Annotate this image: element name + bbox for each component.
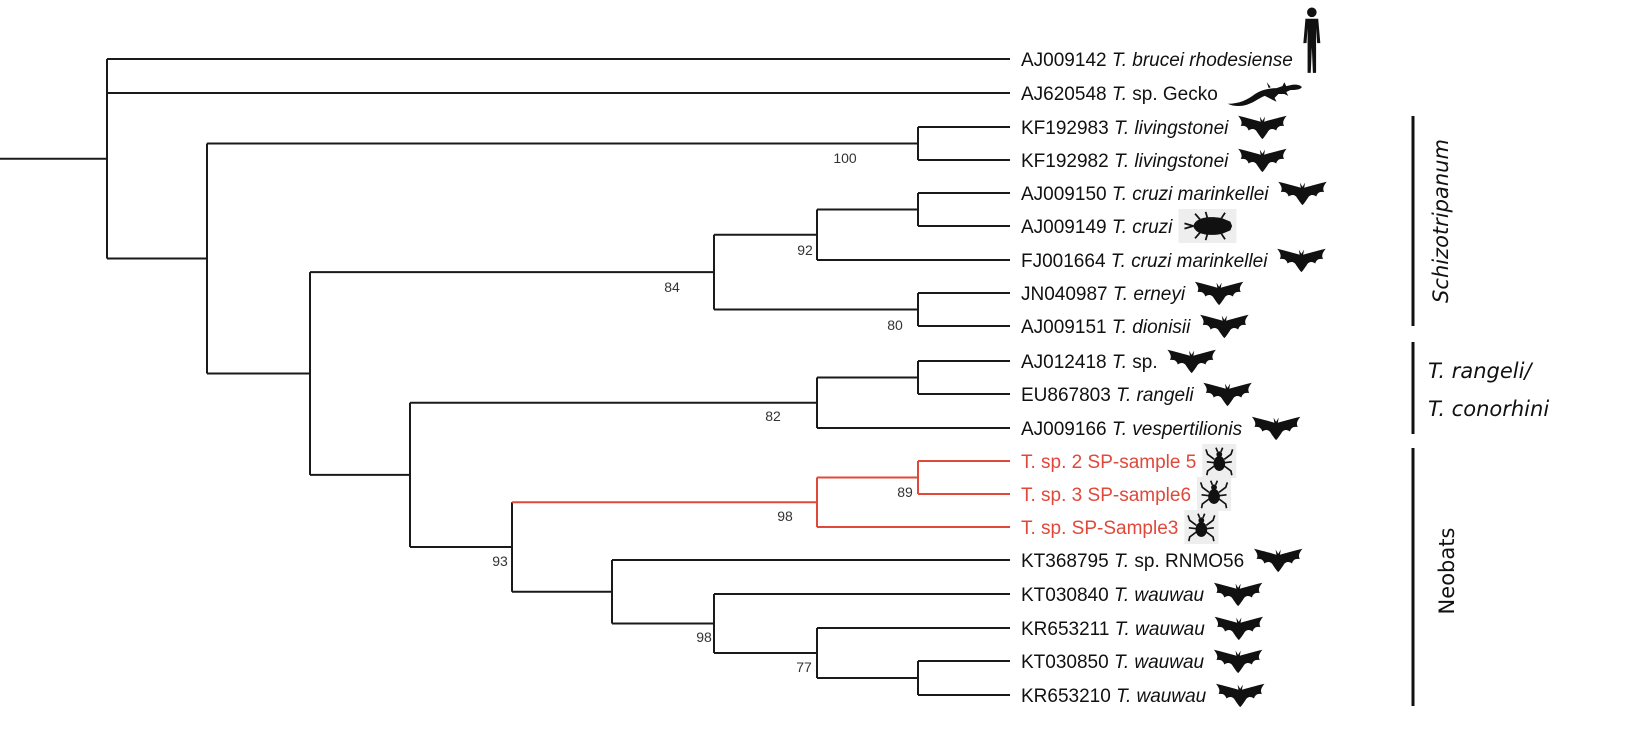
bat-icon xyxy=(1215,683,1265,708)
leaf-label-erneyi: JN040987 T. erneyi xyxy=(1021,284,1186,305)
bootstrap-wauwau-inner: 77 xyxy=(796,659,812,675)
bat-icon xyxy=(1213,649,1263,674)
bat-icon xyxy=(1277,248,1326,273)
bootstrap-livingstonei: 100 xyxy=(833,150,857,166)
leaf-label-ww2: KR653211 T. wauwau xyxy=(1021,619,1205,640)
bat-icon xyxy=(1251,416,1301,441)
leaf-label-gecko: AJ620548 T. sp. Gecko xyxy=(1021,84,1218,105)
leaf-label-rnmo: KT368795 T. sp. RNMO56 xyxy=(1021,551,1244,572)
leaf-label-liv2: KF192982 T. livingstonei xyxy=(1021,151,1229,172)
bootstrap-cruzi: 92 xyxy=(797,242,813,258)
bat-icon xyxy=(1238,148,1287,173)
tree-branches xyxy=(0,58,1010,696)
bat-icon xyxy=(1200,314,1249,339)
bootstrap-rangeli: 82 xyxy=(765,408,781,424)
leaf-label-rangeli: EU867803 T. rangeli xyxy=(1021,385,1194,406)
clade-label-schizotripanum: Schizotripanum xyxy=(1429,139,1453,303)
leaf-label-ww1: KT030840 T. wauwau xyxy=(1021,585,1205,606)
bat-icon xyxy=(1203,382,1252,407)
leaf-label-s3: T. sp. SP-Sample3 xyxy=(1021,518,1178,539)
tick-icon xyxy=(1197,477,1232,511)
bat-icon xyxy=(1278,181,1327,206)
bootstrap-values: 100 92 84 80 82 98 89 93 98 77 xyxy=(492,150,913,675)
leaf-label-s6: T. sp. 3 SP-sample6 xyxy=(1021,485,1191,506)
bat-icon xyxy=(1253,548,1303,573)
clade-label-rangeli-conorhini-line1: T. rangeli/ xyxy=(1428,359,1533,383)
bootstrap-wauwau: 98 xyxy=(696,629,712,645)
bug-icon xyxy=(1178,209,1237,243)
leaf-label-ww4: KR653210 T. wauwau xyxy=(1021,686,1207,707)
bat-icon xyxy=(1238,115,1287,140)
bootstrap-ticks: 98 xyxy=(777,508,793,524)
lizard-icon xyxy=(1227,82,1302,107)
clade-label-neobats: Neobats xyxy=(1435,528,1459,615)
leaf-label-brucei: AJ009142 T. brucei rhodesiense xyxy=(1021,50,1293,71)
leaf-label-s5: T. sp. 2 SP-sample 5 xyxy=(1021,452,1196,473)
bootstrap-neobats: 93 xyxy=(492,553,508,569)
bat-icon xyxy=(1214,616,1264,641)
clade-annotations: Schizotripanum T. rangeli/T. conorhiniNeo… xyxy=(1411,116,1549,706)
leaf-label-vesp: AJ009166 T. vespertilionis xyxy=(1021,419,1243,440)
bat-icon xyxy=(1167,349,1216,374)
leaf-label-tsp: AJ012418 T. sp. xyxy=(1021,352,1158,373)
tick-icon xyxy=(1184,510,1219,544)
leaf-label-ww3: KT030850 T. wauwau xyxy=(1021,652,1205,673)
leaf-label-marink2: FJ001664 T. cruzi marinkellei xyxy=(1021,251,1268,272)
leaf-label-marink1: AJ009150 T. cruzi marinkellei xyxy=(1021,184,1269,205)
leaf-label-cruzi: AJ009149 T. cruzi xyxy=(1021,217,1173,238)
clade-label-rangeli-conorhini-line2: T. conorhini xyxy=(1428,397,1549,421)
leaf-label-liv1: KF192983 T. livingstonei xyxy=(1021,118,1229,139)
human-icon xyxy=(1303,7,1321,73)
tick-icon xyxy=(1202,444,1237,478)
bat-icon xyxy=(1213,582,1263,607)
bootstrap-erneyi-dionisii: 80 xyxy=(887,317,903,333)
leaf-label-dionisii: AJ009151 T. dionisii xyxy=(1021,317,1191,338)
bootstrap-ticks-inner: 89 xyxy=(897,484,913,500)
bat-icon xyxy=(1194,281,1244,306)
bootstrap-schizo: 84 xyxy=(664,279,680,295)
